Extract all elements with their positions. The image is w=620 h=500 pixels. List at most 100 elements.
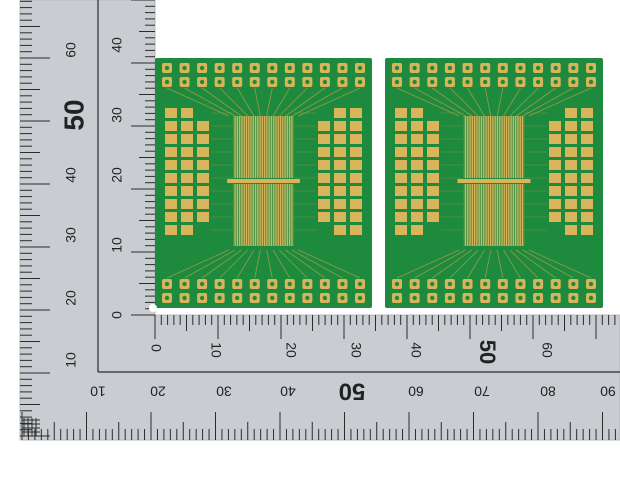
drill-hole [535,79,541,85]
smd-pad [197,212,209,222]
drill-hole [340,65,345,71]
smd-pad [181,173,193,183]
smd-pad [197,173,209,183]
ruler-top-label-50: 50 [475,340,500,364]
center-bar [227,179,300,183]
smd-pad [427,147,439,157]
trace [467,249,485,279]
trace [236,249,255,279]
pcb-boards [149,58,603,312]
smd-pad [350,173,362,183]
drill-hole [340,79,345,85]
drill-hole [500,295,506,301]
smd-pad [581,186,593,196]
smd-pad [197,199,209,209]
drill-hole [500,281,506,287]
drill-hole [482,281,488,287]
trace [166,87,229,117]
ruler-top-label-10: 10 [208,342,224,358]
ruler-labels: 0 10 20 30 40 0 10 20 30 40 50 60 10 20 … [58,37,615,405]
drill-hole [217,79,222,85]
ruler-left-label-10: 10 [63,352,79,368]
smd-pad [197,160,209,170]
smd-pad [334,147,346,157]
trace [509,87,539,117]
trace [291,249,343,279]
drill-hole [234,65,240,71]
trace [254,249,261,279]
smd-pad [549,134,561,144]
trace [503,249,521,279]
ruler-ticks [20,0,616,440]
drill-hole [465,79,470,85]
smd-pad [318,121,330,131]
drill-hole [234,281,240,287]
smd-pad [565,121,577,131]
trace [414,87,466,117]
drill-hole [518,79,523,85]
trace [201,87,242,117]
smd-pad [581,134,593,144]
smd-pad [411,147,423,157]
trace [266,87,273,117]
trace [496,249,504,279]
smd-pad [565,134,577,144]
ruler-top-label-0: 0 [148,344,164,352]
drill-hole [357,281,363,287]
trace [484,249,492,279]
smd-pad [181,212,193,222]
drill-hole [234,79,240,85]
smd-pad [411,173,423,183]
drill-hole [588,65,594,71]
smd-pad [350,160,362,170]
drill-hole [482,295,488,301]
ruler-bottom-label-90: 90 [600,383,616,399]
trace [449,249,479,279]
ruler-left-label-30: 30 [63,227,79,243]
smd-pad [350,121,362,131]
drill-hole [164,281,170,287]
smd-pad [165,160,177,170]
drill-hole [217,281,222,287]
drill-hole [199,79,205,85]
ruler-v-label-30: 30 [109,107,125,123]
drill-hole [571,281,576,287]
smd-pad [549,212,561,222]
drill-hole [305,79,310,85]
smd-pad [427,212,439,222]
smd-pad [565,173,577,183]
smd-pad [334,134,346,144]
smd-pad [165,186,177,196]
drill-hole [182,79,187,85]
smd-pad [165,147,177,157]
drill-hole [305,281,310,287]
drill-hole [465,65,470,71]
drill-hole [305,295,310,301]
smd-pad [318,173,330,183]
drill-hole [287,281,293,287]
trace [254,87,261,117]
drill-hole [571,295,576,301]
ruler-bottom-label-50: 50 [339,378,366,405]
drill-hole [252,281,257,287]
trace [201,249,242,279]
smd-pad [427,173,439,183]
smd-pad [334,199,346,209]
drill-hole [465,295,470,301]
drill-hole [199,295,205,301]
smd-pad [334,108,346,118]
drill-hole [518,295,523,301]
pcb-board-left [155,58,372,308]
smd-pad [318,160,330,170]
smd-pad [165,173,177,183]
drill-hole [322,295,328,301]
fine-pitch-area [233,184,294,246]
smd-pad [350,186,362,196]
smd-pad [411,212,423,222]
drill-hole [412,79,417,85]
trace [285,249,326,279]
smd-pad [427,186,439,196]
trace [272,249,291,279]
smd-pad [318,147,330,157]
drill-hole [270,295,275,301]
